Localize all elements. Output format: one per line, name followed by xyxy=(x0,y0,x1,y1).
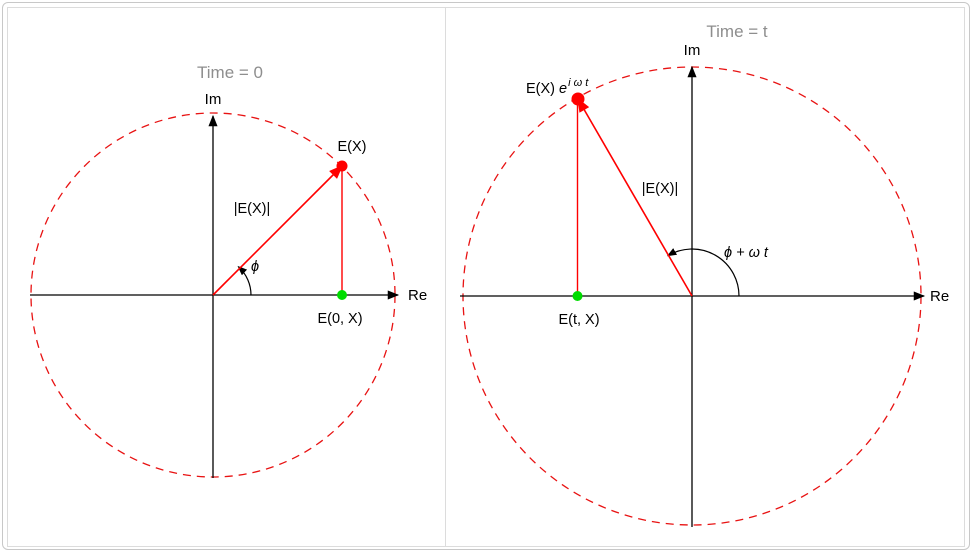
panel-title: Time = t xyxy=(706,22,768,41)
phasor-point xyxy=(336,160,348,172)
phasor-point-label: E(X)ei ω t xyxy=(526,77,589,97)
panel-time-0: Time = 0 Im Re ϕ E(0, X) E(X) |E(X)| xyxy=(7,7,446,547)
phasor-point-label-exponent: i ω t xyxy=(568,77,589,89)
angle-arc xyxy=(666,248,740,297)
magnitude-label: |E(X)| xyxy=(234,201,271,217)
angle-arc xyxy=(237,265,252,296)
panel-time-t: Time = t Im Re ϕ + ω t E(t, X) E(X)ei ω … xyxy=(445,7,965,547)
phasor-point xyxy=(571,92,585,106)
projection-point xyxy=(337,290,347,300)
projection-label: E(t, X) xyxy=(558,312,599,328)
magnitude-label: |E(X)| xyxy=(642,181,679,197)
phasor-vector xyxy=(577,97,693,297)
re-axis-label: Re xyxy=(930,288,949,305)
re-axis-label: Re xyxy=(408,287,427,304)
phasor-point-label: E(X) xyxy=(338,139,367,155)
panel-title: Time = 0 xyxy=(197,63,263,82)
phasor-diagram-time-0: Time = 0 Im Re ϕ E(0, X) E(X) |E(X)| xyxy=(30,63,427,478)
im-axis-label: Im xyxy=(205,91,222,108)
im-axis-label: Im xyxy=(684,42,701,59)
phasor-point-label-main: E(X) xyxy=(526,81,555,97)
angle-label: ϕ xyxy=(251,259,259,275)
angle-label: ϕ + ω t xyxy=(724,245,769,261)
phasor-point-label-e: e xyxy=(559,81,567,97)
projection-label: E(0, X) xyxy=(317,311,362,327)
phasor-vector xyxy=(212,165,343,296)
phasor-diagram-time-t: Time = t Im Re ϕ + ω t E(t, X) E(X)ei ω … xyxy=(460,22,949,527)
phasor-figure: Time = 0 Im Re ϕ E(0, X) E(X) |E(X)| Tim… xyxy=(7,7,965,547)
projection-point xyxy=(572,291,583,301)
